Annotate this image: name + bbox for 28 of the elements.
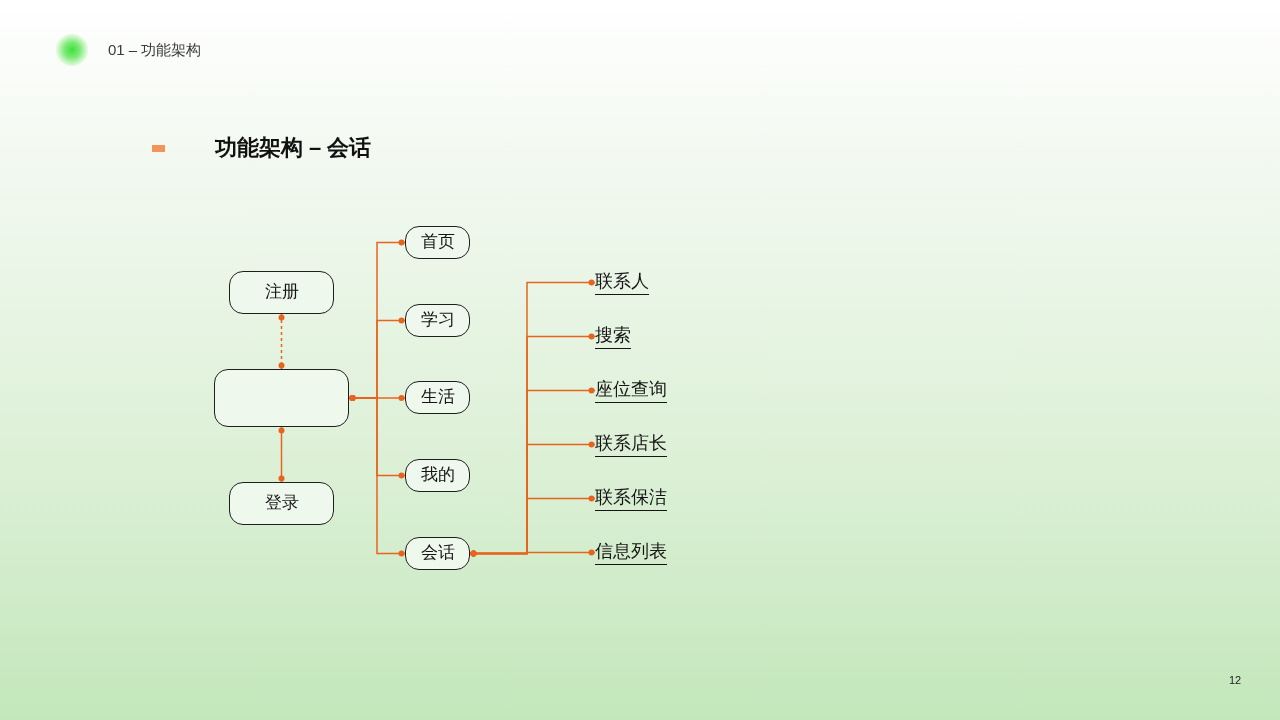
node-label: 首页: [420, 232, 455, 253]
rounded-box: [405, 459, 470, 492]
rounded-box: [214, 369, 349, 427]
rounded-box: [405, 226, 470, 259]
node-label: 学习: [420, 310, 455, 331]
underlined-label: 联系人: [595, 270, 649, 295]
underlined-label: 联系店长: [595, 432, 667, 457]
connector: [469, 549, 596, 557]
section-label: 01 – 功能架构: [108, 41, 202, 59]
rounded-box: [405, 381, 470, 414]
underlined-label: 座位查询: [595, 378, 667, 403]
page-number: 12: [1229, 673, 1242, 687]
rounded-box: [405, 304, 470, 337]
node-label: 生活: [420, 387, 455, 408]
node-label: 会话: [420, 543, 455, 564]
rounded-box: [405, 537, 470, 570]
connector: [278, 313, 285, 370]
node-label: 注册: [264, 282, 299, 303]
connector: [348, 395, 406, 557]
slide-title: 功能架构 – 会话: [215, 134, 372, 162]
underlined-label: 搜索: [595, 324, 631, 349]
underlined-label: 信息列表: [595, 540, 667, 565]
connector: [278, 426, 285, 483]
rounded-box: [229, 482, 334, 525]
underlined-label: 联系保洁: [595, 486, 667, 511]
node-label: 我的: [420, 465, 455, 486]
node-label: 登录: [264, 493, 299, 514]
rounded-box: [229, 271, 334, 314]
